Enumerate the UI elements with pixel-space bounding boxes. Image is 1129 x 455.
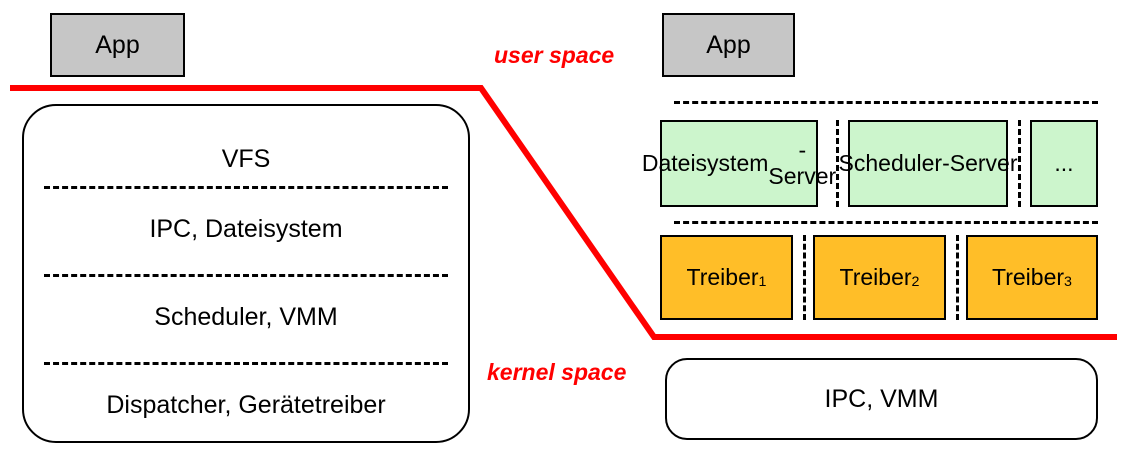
server-label-scheduler-line1: Scheduler-	[838, 149, 950, 176]
server-box-dateisystem: Dateisystem -Server	[642, 120, 836, 207]
monolithic-layer-vfs: VFS	[221, 145, 271, 173]
driver-index-3: 3	[1064, 273, 1072, 290]
monolithic-layer-ipc-dateisystem: IPC, Dateisystem	[149, 215, 343, 243]
microkernel-dashed-line-top	[674, 101, 1098, 104]
monolithic-layer-scheduler-vmm: Scheduler, VMM	[154, 303, 338, 331]
server-label-scheduler-line2: Server	[949, 149, 1018, 176]
monolithic-separator-3	[44, 362, 448, 365]
driver-label-2: Treiber	[839, 263, 912, 290]
monolithic-layer-dispatcher-geraetetreiber: Dispatcher, Gerätetreiber	[106, 391, 386, 419]
microkernel-vertical-dash-driver-1	[803, 235, 806, 320]
label-user-space: user space	[494, 42, 615, 68]
driver-label-3: Treiber	[992, 263, 1065, 290]
monolithic-separator-1	[44, 186, 448, 189]
server-box-scheduler: Scheduler- Server	[839, 120, 1018, 207]
monolithic-kernel-container: VFS IPC, Dateisystem Scheduler, VMM Disp…	[22, 104, 470, 443]
server-box-ellipsis: ...	[1030, 120, 1098, 207]
driver-index-2: 2	[911, 273, 920, 290]
microkernel-core-box: IPC, VMM	[665, 358, 1098, 440]
server-label-dateisystem-line1: Dateisystem	[641, 149, 769, 176]
label-kernel-space: kernel space	[487, 359, 627, 385]
microkernel-dashed-line-middle	[674, 221, 1098, 224]
app-box-monolithic: App	[50, 13, 185, 77]
microkernel-vertical-dash-server-2	[1018, 120, 1021, 207]
driver-index-1: 1	[758, 273, 767, 290]
monolithic-separator-2	[44, 274, 448, 277]
app-box-microkernel: App	[662, 13, 795, 77]
server-label-dateisystem-line2: -Server	[768, 136, 837, 189]
driver-label-1: Treiber	[686, 263, 759, 290]
microkernel-vertical-dash-driver-2	[956, 235, 959, 320]
